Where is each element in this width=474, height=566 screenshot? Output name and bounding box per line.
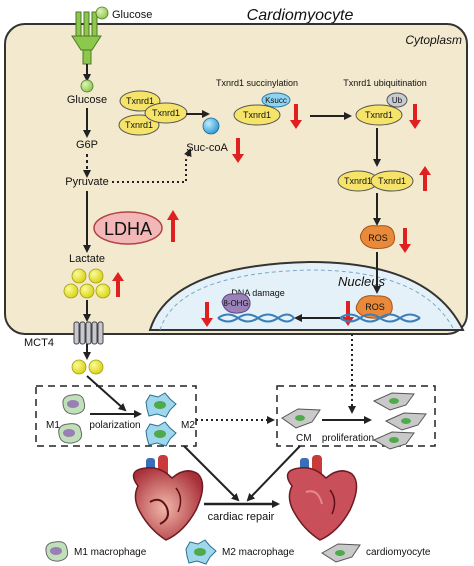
cytoplasm-label: Cytoplasm	[405, 33, 462, 47]
dna-helix-right	[339, 313, 421, 323]
lactate-cluster	[63, 268, 111, 299]
proliferation-box	[276, 385, 436, 447]
txnrd1-dimer: Txnrd1 Txnrd1	[337, 170, 414, 192]
succoa-molecule	[202, 117, 220, 135]
svg-text:Txnrd1: Txnrd1	[152, 108, 180, 118]
legend-m2-label: M2 macrophage	[222, 547, 295, 558]
ldha-label: LDHA	[104, 219, 152, 239]
g6p-label: G6P	[76, 139, 98, 151]
dna-helix-left	[217, 313, 295, 323]
cardiac-repair-label: cardiac repair	[208, 511, 275, 523]
txnrd1-succ-down-arrow	[290, 104, 302, 129]
macrophage-box	[35, 385, 197, 447]
svg-text:Txnrd1: Txnrd1	[378, 176, 406, 186]
m1-macrophage-cells	[58, 394, 86, 444]
glucose-outside-label: Glucose	[112, 9, 152, 21]
ohg-label: 8-OHG	[223, 299, 248, 308]
cm-cell	[281, 408, 321, 429]
m1-label: M1	[46, 420, 60, 431]
legend-m1-label: M1 macrophage	[74, 547, 147, 558]
ros-nucleus-label: ROS	[365, 302, 385, 312]
succoa-down-arrow	[232, 138, 244, 163]
lactate-up-arrow	[112, 272, 124, 297]
dna-damage-marker	[221, 293, 251, 314]
nucleus-inner-envelope	[159, 269, 455, 331]
ros-cytoplasm	[359, 225, 395, 249]
svg-text:Txnrd1: Txnrd1	[126, 96, 154, 106]
lactate-label: Lactate	[69, 253, 105, 265]
glucose-ball-inside	[80, 79, 94, 93]
polarization-label: polarization	[89, 420, 140, 431]
arrow-pyruvate-to-succoa	[112, 148, 192, 183]
pyruvate-label: Pyruvate	[65, 176, 108, 188]
txnrd1-ub-down-arrow	[409, 104, 421, 129]
txnrd1-ubiquitinated-label: Txnrd1	[365, 110, 393, 120]
cm-label: CM	[296, 433, 312, 444]
txnrd1-cluster-left: Txnrd1 Txnrd1 Txnrd1	[118, 90, 188, 136]
arrow-m2-to-repair	[183, 445, 240, 502]
succoa-label: Suc-coA	[186, 142, 228, 154]
legend-m2-icon	[185, 539, 217, 565]
svg-text:Txnrd1: Txnrd1	[344, 176, 372, 186]
txnrd1-dimer-up-arrow	[419, 166, 431, 191]
m2-label: M2	[181, 420, 195, 431]
lactate-exported-1	[71, 359, 87, 375]
mct4-transporter	[73, 321, 104, 345]
glucose-ball-outside	[95, 6, 109, 20]
legend-cm-icon	[321, 543, 361, 563]
txnrd1-succinylation-title: Txnrd1 succinylation	[216, 78, 298, 88]
ksucc-label: Ksucc	[265, 96, 287, 105]
arrow-cm-to-repair	[246, 445, 301, 502]
lactate-exported-2	[88, 359, 104, 375]
ros-cytoplasm-label: ROS	[368, 233, 388, 243]
txnrd1-succinylated	[233, 104, 281, 126]
arrow-lactate-to-polarization	[86, 375, 127, 412]
ub-label: Ub	[392, 96, 403, 105]
proliferation-label: proliferation	[322, 433, 374, 444]
txnrd1-ubiquitinated	[355, 104, 403, 126]
ub-modification	[386, 92, 408, 108]
dna-damage-label: DNA damage	[231, 288, 285, 298]
legend: M1 macrophage M2 macrophage cardiomyocyt…	[45, 539, 431, 565]
repaired-heart	[286, 455, 358, 541]
ldha-up-arrow	[167, 210, 179, 242]
cardiomyocyte-title: Cardiomyocyte	[247, 7, 354, 24]
nucleus-label: Nucleus	[338, 274, 385, 289]
legend-cm-label: cardiomyocyte	[366, 547, 431, 558]
damaged-heart	[132, 455, 204, 541]
glucose-transporter	[71, 11, 102, 65]
ldha-enzyme	[93, 211, 163, 245]
legend-m1-icon	[45, 541, 69, 562]
glucose-inside-label: Glucose	[67, 94, 107, 106]
mct4-label: MCT4	[24, 337, 54, 349]
dna-damage-down-arrow	[201, 302, 213, 327]
txnrd1-succinylated-label: Txnrd1	[243, 110, 271, 120]
txnrd1-ubiquitination-title: Txnrd1 ubiquitination	[343, 78, 427, 88]
ksucc-modification	[261, 92, 291, 108]
svg-text:Txnrd1: Txnrd1	[125, 120, 153, 130]
proliferated-cm-cells	[372, 392, 427, 450]
ros-cytoplasm-down-arrow	[399, 228, 411, 253]
m2-macrophage-cells	[145, 392, 177, 447]
